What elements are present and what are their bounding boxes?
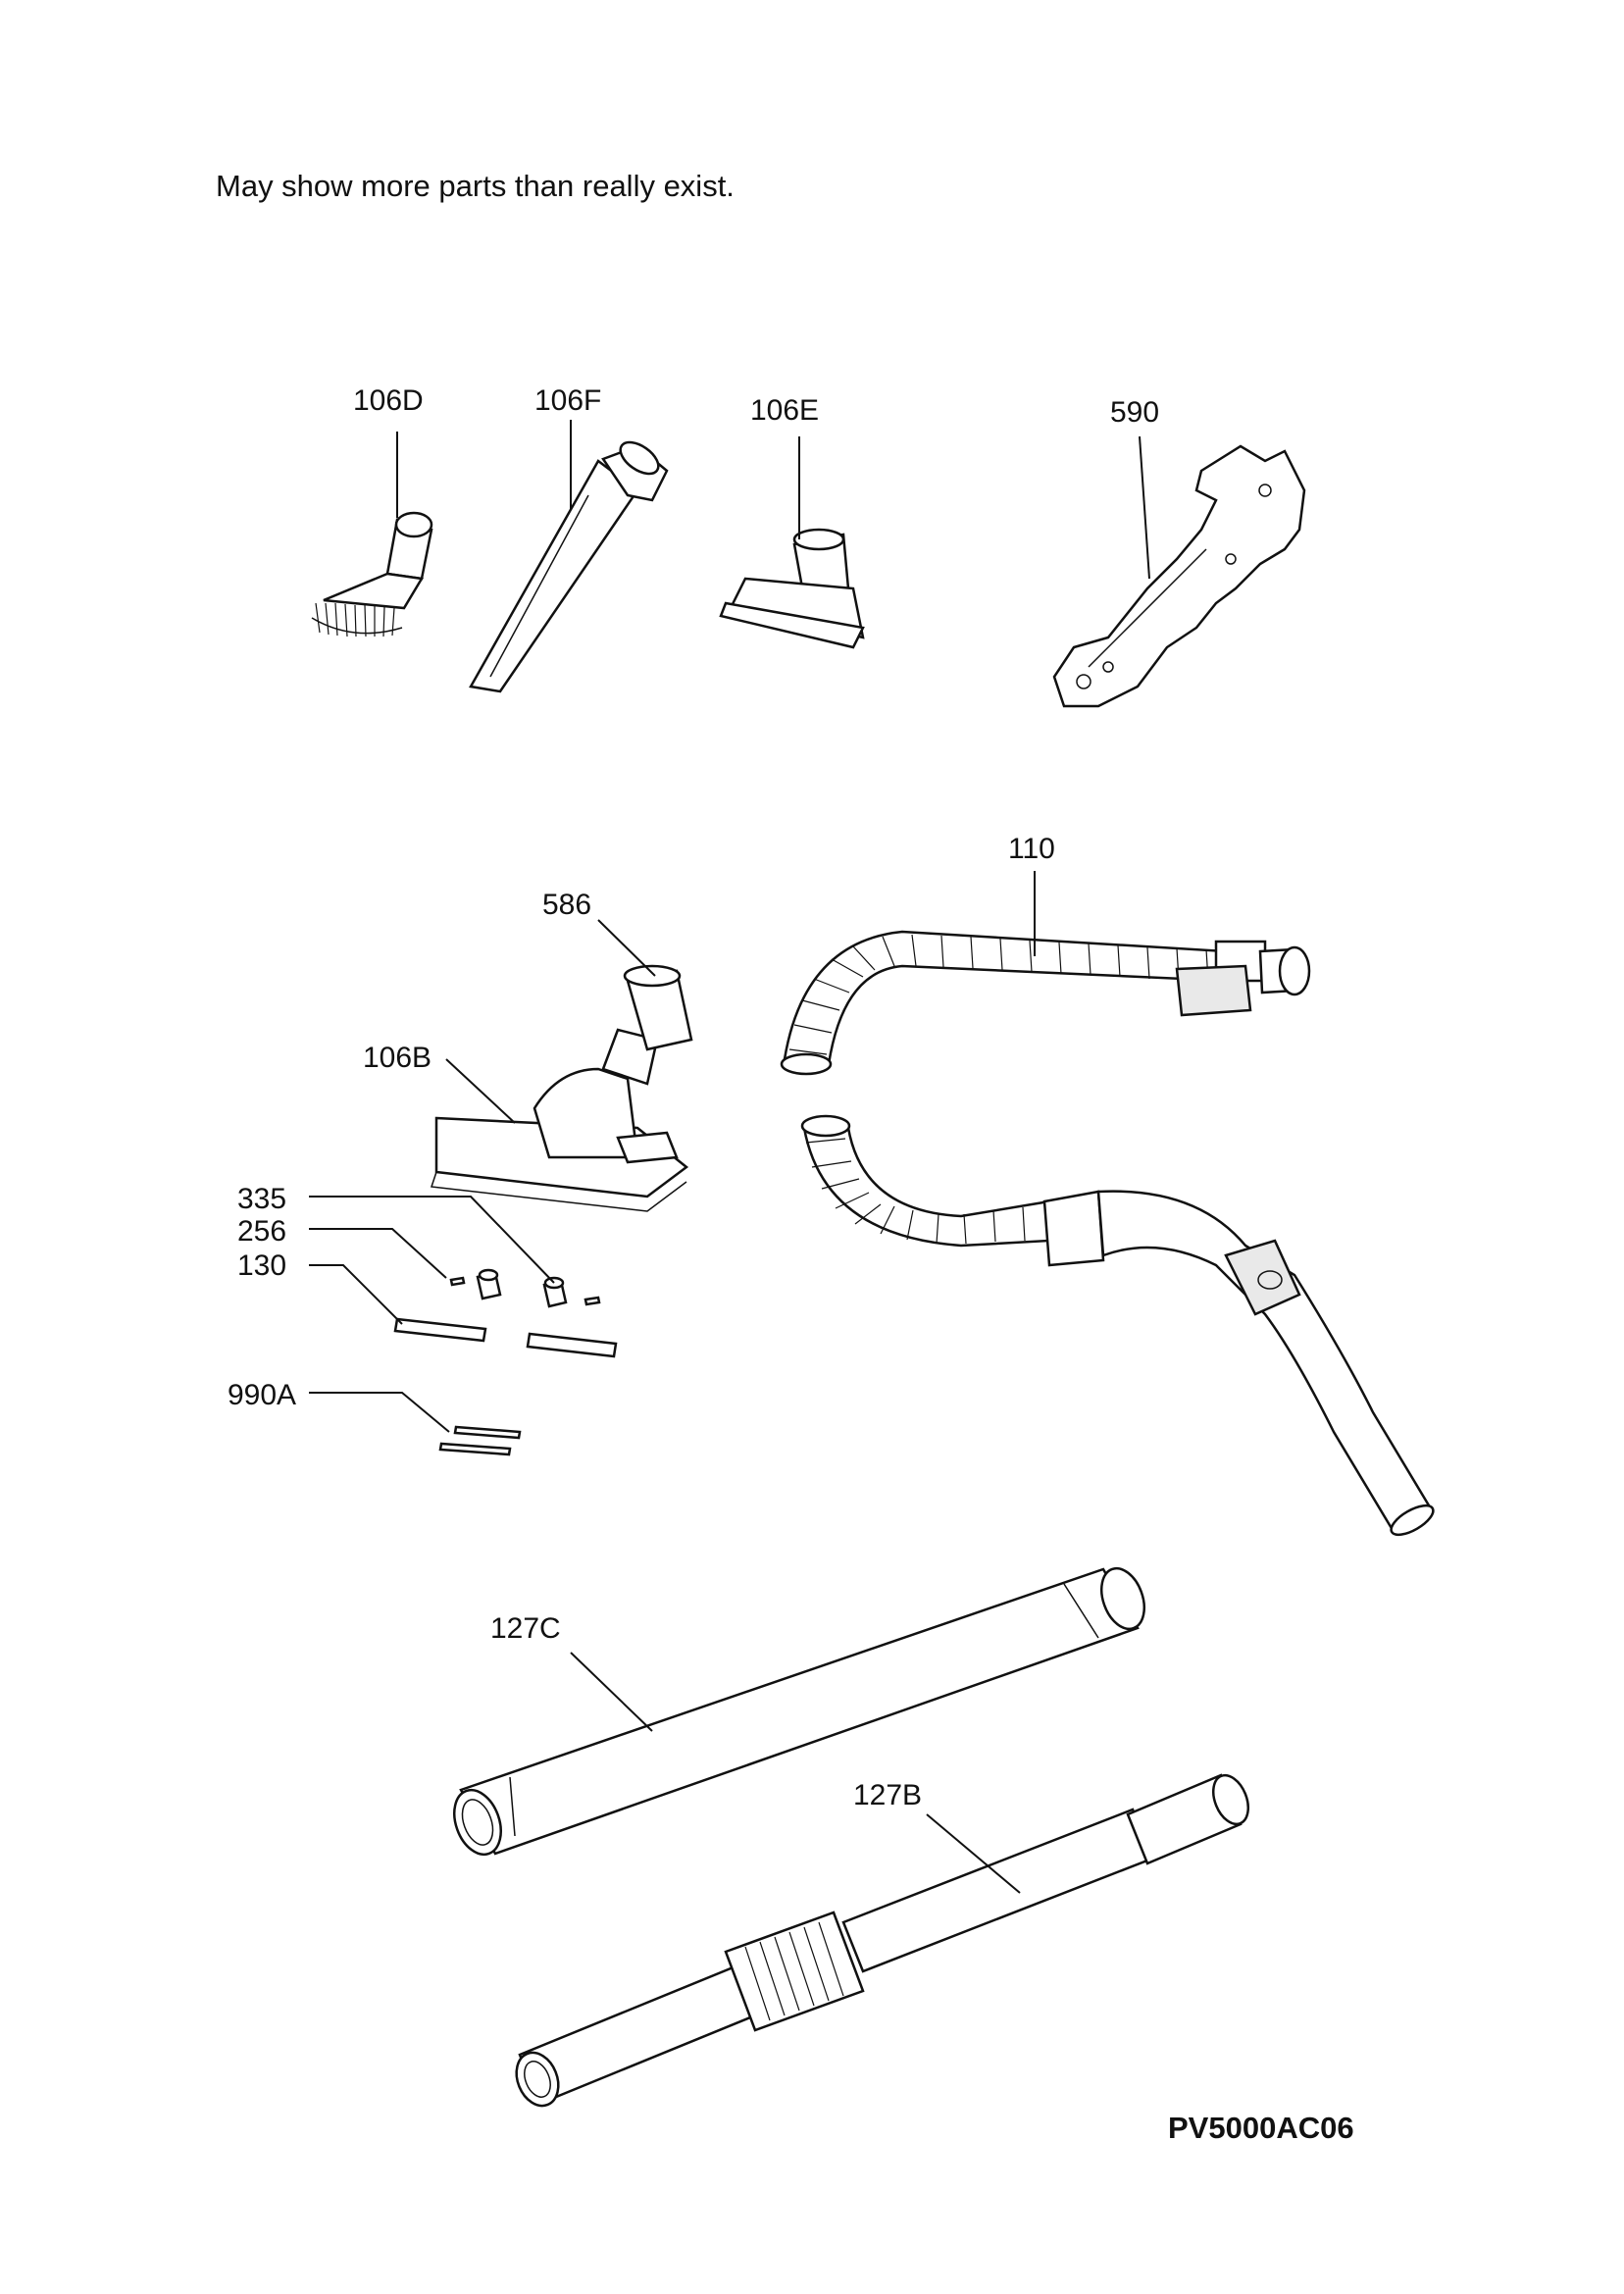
wheel-and-strip-parts: [393, 1268, 618, 1456]
leader-127B: [926, 1813, 1021, 1894]
leader-106B: [445, 1058, 516, 1124]
floor-nozzle-part: [430, 964, 693, 1212]
label-586: 586: [542, 889, 591, 921]
leader-590: [1139, 435, 1150, 580]
brush-nozzle-part: [311, 511, 433, 637]
label-106E: 106E: [750, 394, 819, 427]
leader-335: [309, 1196, 555, 1284]
extension-tube-127C-part: [453, 1566, 1145, 1857]
label-106B: 106B: [363, 1042, 431, 1074]
extension-tube-127B-part: [515, 1773, 1249, 2108]
leader-586: [597, 919, 656, 977]
label-590: 590: [1110, 396, 1159, 429]
label-990A: 990A: [228, 1379, 296, 1411]
diagram-code: PV5000AC06: [1168, 2111, 1354, 2145]
label-110: 110: [1008, 833, 1055, 865]
label-127C: 127C: [490, 1612, 561, 1645]
leader-130: [309, 1264, 403, 1325]
upholstery-tool-part: [719, 528, 865, 649]
label-335: 335: [237, 1183, 286, 1215]
suction-hose-part: [780, 930, 1435, 1537]
accessory-clip-part: [1052, 444, 1306, 708]
label-256: 256: [237, 1215, 286, 1248]
label-130: 130: [237, 1249, 286, 1282]
leader-127C: [570, 1652, 653, 1732]
leader-990A: [309, 1392, 450, 1433]
crevice-tool-part: [469, 440, 669, 693]
disclaimer-note: May show more parts than really exist.: [216, 169, 735, 203]
leader-256: [309, 1228, 447, 1279]
label-106D: 106D: [353, 384, 424, 417]
label-106F: 106F: [534, 384, 601, 417]
label-127B: 127B: [853, 1779, 922, 1811]
